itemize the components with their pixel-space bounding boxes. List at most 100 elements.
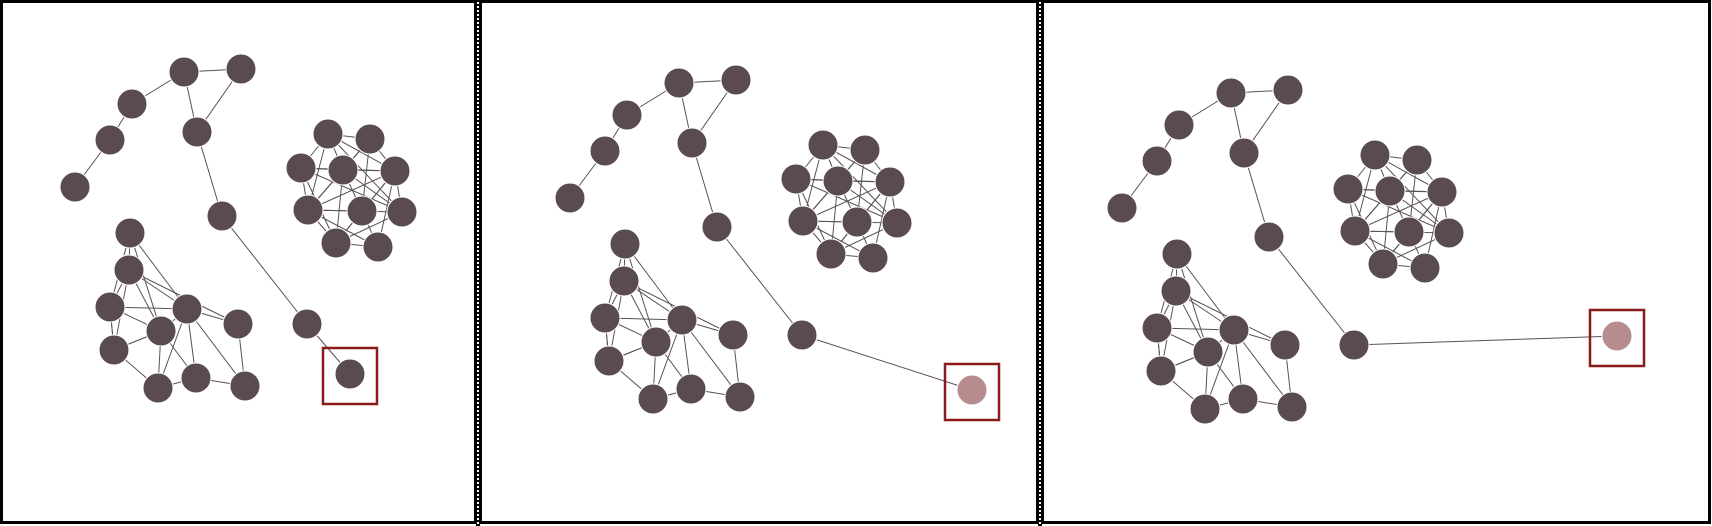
node-a1 — [609, 228, 641, 260]
node-b4 — [1374, 175, 1406, 207]
node-chain-1 — [1106, 192, 1138, 224]
node-a8 — [98, 334, 130, 366]
node-b10 — [857, 242, 889, 274]
edge-a1-a6 — [624, 243, 683, 321]
node-b1 — [807, 129, 839, 161]
node-a11 — [1276, 391, 1308, 423]
node-b8 — [386, 196, 418, 228]
edge-b5-b6 — [802, 181, 891, 222]
node-chain-8 — [291, 308, 323, 340]
node-chain-6 — [1228, 137, 1260, 169]
edge-b5-b6 — [1354, 191, 1443, 232]
node-chain-3 — [611, 99, 643, 131]
panel-2-nodes — [554, 64, 1001, 422]
node-b9 — [1367, 248, 1399, 280]
node-b5 — [874, 166, 906, 198]
node-a6 — [666, 304, 698, 336]
node-b3 — [1332, 173, 1364, 205]
node-chain-8 — [1338, 329, 1370, 361]
node-b2 — [1401, 144, 1433, 176]
node-b10 — [362, 231, 394, 263]
node-a1 — [114, 217, 146, 249]
node-b7 — [1393, 216, 1425, 248]
node-chain-1 — [554, 182, 586, 214]
node-a9 — [1189, 393, 1221, 425]
panel-2 — [479, 0, 1039, 524]
target-highlight-box — [321, 346, 379, 406]
edge-a1-a6 — [129, 232, 188, 310]
node-chain-1 — [59, 171, 91, 203]
node-b8 — [1433, 217, 1465, 249]
node-chain-7 — [206, 200, 238, 232]
edge-chain-8-target — [1353, 335, 1618, 346]
node-chain-8 — [786, 319, 818, 351]
target-highlight-box — [943, 362, 1001, 422]
node-a10 — [675, 373, 707, 405]
node-a6 — [171, 293, 203, 325]
node-b1 — [1359, 139, 1391, 171]
node-b9 — [320, 227, 352, 259]
node-b6 — [787, 205, 819, 237]
edge-b1-b8 — [327, 133, 403, 213]
node-chain-6 — [676, 127, 708, 159]
node-a5 — [1192, 336, 1224, 368]
node-a5 — [640, 326, 672, 358]
node-chain-3 — [116, 88, 148, 120]
node-b6 — [292, 194, 324, 226]
node-b7 — [346, 195, 378, 227]
edge-chain-7-chain-8 — [221, 215, 308, 325]
edge-chain-7-chain-8 — [1268, 236, 1355, 346]
node-b6 — [1339, 215, 1371, 247]
edge-a1-a6 — [1176, 253, 1235, 331]
node-b3 — [780, 163, 812, 195]
node-chain-5 — [1272, 74, 1304, 106]
node-a2 — [113, 254, 145, 286]
node-chain-2 — [94, 124, 126, 156]
node-chain-3 — [1163, 109, 1195, 141]
node-b10 — [1409, 252, 1441, 284]
node-chain-4 — [1215, 77, 1247, 109]
panel-3-nodes — [1106, 74, 1646, 425]
node-chain-5 — [720, 64, 752, 96]
target-highlight-box — [1588, 308, 1646, 368]
node-b3 — [285, 152, 317, 184]
node-a2 — [1160, 275, 1192, 307]
node-a10 — [1227, 383, 1259, 415]
node-target — [334, 358, 366, 390]
edge-a6-a11 — [1233, 329, 1293, 408]
node-b8 — [881, 207, 913, 239]
node-target — [1601, 320, 1633, 352]
edge-b1-b8 — [1374, 154, 1450, 234]
node-chain-4 — [168, 56, 200, 88]
node-a3 — [94, 291, 126, 323]
node-b4 — [327, 154, 359, 186]
node-chain-2 — [589, 135, 621, 167]
edge-a1-a5 — [1176, 253, 1209, 353]
node-a7 — [1269, 329, 1301, 361]
node-chain-7 — [1253, 221, 1285, 253]
node-a3 — [1141, 312, 1173, 344]
node-b9 — [815, 238, 847, 270]
node-a10 — [180, 362, 212, 394]
node-a6 — [1218, 314, 1250, 346]
node-b2 — [849, 134, 881, 166]
node-a8 — [593, 345, 625, 377]
edge-a6-a11 — [186, 308, 246, 387]
node-a1 — [1161, 238, 1193, 270]
node-b4 — [822, 165, 854, 197]
node-a9 — [637, 383, 669, 415]
node-b1 — [312, 118, 344, 150]
edge-b1-b8 — [822, 144, 898, 224]
panel-1-frame — [0, 0, 477, 524]
panel-3 — [1041, 0, 1711, 524]
edge-chain-7-chain-8 — [716, 226, 803, 336]
edge-a1-a5 — [624, 243, 657, 343]
node-a3 — [589, 302, 621, 334]
edge-a6-a11 — [681, 319, 741, 398]
panel-1 — [0, 0, 477, 524]
node-b7 — [841, 206, 873, 238]
node-chain-5 — [225, 53, 257, 85]
node-chain-7 — [701, 211, 733, 243]
node-chain-4 — [663, 67, 695, 99]
